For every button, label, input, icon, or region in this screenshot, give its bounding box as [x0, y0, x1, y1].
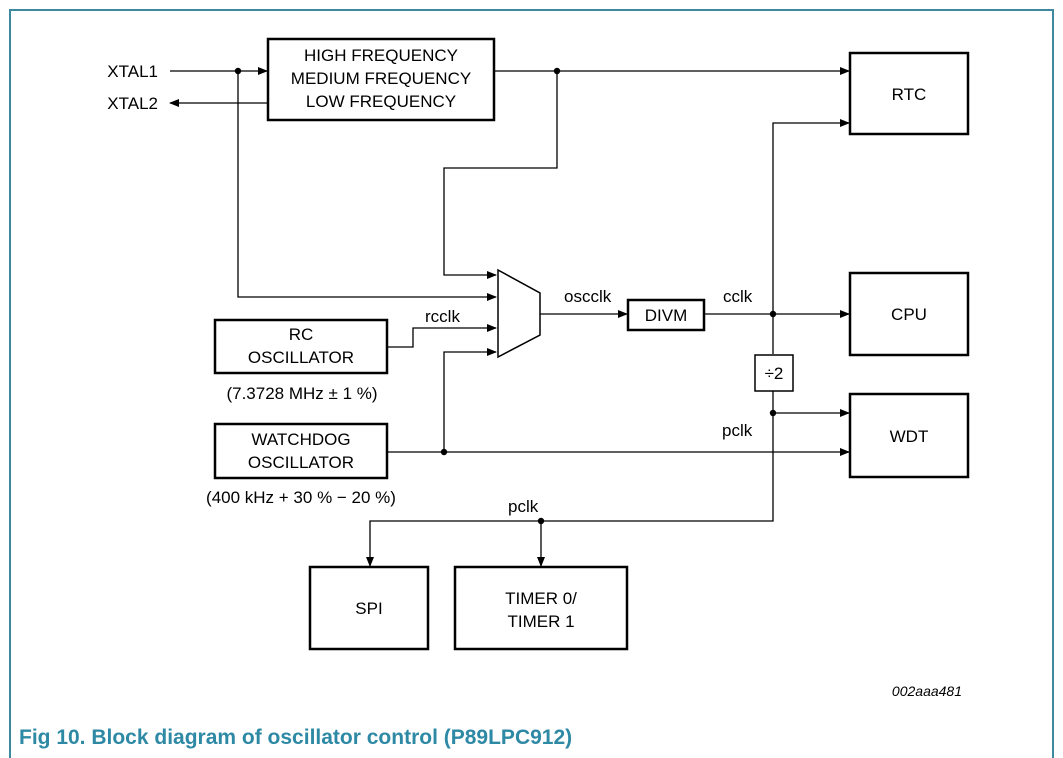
spi-block: SPI [308, 565, 430, 651]
crystal-label-high: HIGH FREQUENCY [304, 46, 458, 65]
cpu-label: CPU [891, 305, 927, 324]
junction-pclk-timer [537, 517, 545, 525]
junctions [234, 67, 777, 525]
xtal2-label: XTAL2 [107, 94, 158, 113]
divm-block: DIVM [626, 298, 706, 332]
crystal-oscillator-block: HIGH FREQUENCY MEDIUM FREQUENCY LOW FREQ… [266, 37, 496, 122]
xtal1-label: XTAL1 [107, 62, 158, 81]
wd-osc-label-1: WATCHDOG [251, 430, 350, 449]
figure-code: 002aaa481 [892, 683, 962, 699]
wire-rcclk [388, 324, 497, 348]
timer-label-2: TIMER 1 [507, 612, 574, 631]
wire-cclk-to-rtc [772, 119, 850, 314]
crystal-label-medium: MEDIUM FREQUENCY [291, 69, 471, 88]
wd-osc-label-2: OSCILLATOR [248, 453, 354, 472]
junction-crystal-out [553, 67, 561, 75]
oscclk-label: oscclk [564, 287, 612, 306]
cpu-block: CPU [848, 271, 970, 357]
pclk-label-lower: pclk [508, 497, 539, 516]
junction-pclk-wdt [769, 409, 777, 417]
junction-cclk [769, 310, 777, 318]
rcclk-label: rcclk [425, 307, 460, 326]
crystal-label-low: LOW FREQUENCY [306, 92, 456, 111]
wire-crystal-to-mux [443, 71, 558, 279]
rtc-label: RTC [892, 85, 927, 104]
pclk-label-upper: pclk [722, 421, 753, 440]
wdt-label: WDT [890, 427, 929, 446]
wire-wdosc-to-mux [443, 348, 497, 452]
div2-label: ÷2 [765, 364, 784, 383]
figure-frame [9, 9, 1054, 758]
timer-label-1: TIMER 0/ [505, 589, 577, 608]
wd-osc-spec: (400 kHz + 30 % − 20 %) [206, 488, 396, 507]
wire-xtal1-bypass [237, 71, 497, 301]
figure-caption: Fig 10. Block diagram of oscillator cont… [19, 726, 572, 749]
div2-block: ÷2 [754, 354, 794, 392]
wdt-block: WDT [848, 392, 970, 479]
rtc-block: RTC [848, 51, 970, 136]
divm-label: DIVM [645, 306, 688, 325]
timer-block: TIMER 0/ TIMER 1 [453, 565, 629, 651]
watchdog-oscillator-block: WATCHDOG OSCILLATOR [213, 422, 389, 480]
wires [169, 67, 850, 567]
rc-oscillator-block: RC OSCILLATOR [213, 318, 389, 375]
rc-osc-label-2: OSCILLATOR [248, 348, 354, 367]
junction-xtal1 [234, 67, 242, 75]
junction-wdosc [440, 448, 448, 456]
spi-label: SPI [355, 599, 382, 618]
wire-pclk-bus [366, 391, 774, 567]
rc-osc-spec: (7.3728 MHz ± 1 %) [226, 384, 377, 403]
clock-multiplexer [497, 268, 541, 359]
rc-osc-label-1: RC [289, 325, 314, 344]
cclk-label: cclk [723, 287, 753, 306]
